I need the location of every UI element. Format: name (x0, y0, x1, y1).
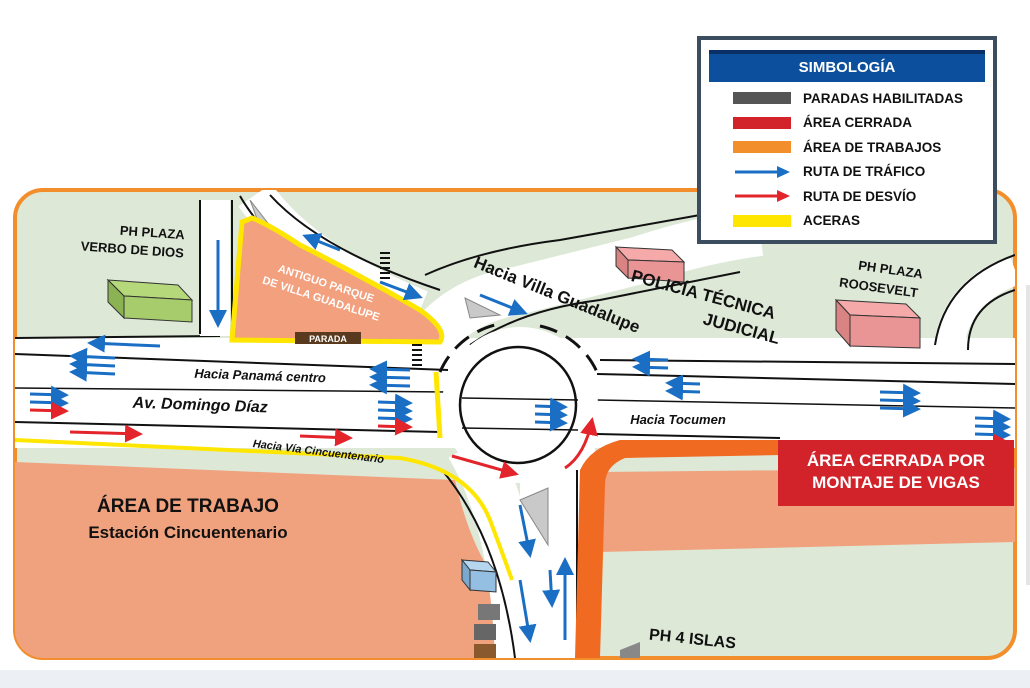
parada-label: PARADA (309, 334, 347, 344)
blue-arrow-icon (735, 165, 790, 178)
tocumen-label: Hacia Tocumen (630, 412, 726, 427)
building-policia (614, 245, 686, 283)
panama-centro-label: Hacia Panamá centro (194, 366, 326, 386)
work-area-left (15, 462, 500, 658)
work-area-label-1: ÁREA DE TRABAJO (97, 495, 279, 517)
antiguo-parque (229, 215, 445, 345)
legend-swatch-stops (733, 92, 791, 105)
legend-item: ÁREA DE TRABAJOS (701, 135, 993, 160)
roundabout-island (458, 345, 578, 465)
work-area-label-2: Estación Cincuentenario (88, 523, 287, 542)
legend-label: PARADAS HABILITADAS (803, 90, 963, 106)
closed-area (575, 440, 780, 658)
domingo-diaz-label: Av. Domingo Díaz (131, 395, 268, 417)
vertical-scrollbar[interactable] (1026, 285, 1030, 585)
legend-item: RUTA DE TRÁFICO (701, 160, 993, 185)
building-blue (460, 558, 498, 593)
legend-item: PARADAS HABILITADAS (701, 86, 993, 111)
building-ph-roosevelt (834, 298, 922, 349)
closed-area-label-1: ÁREA CERRADA POR (807, 451, 985, 470)
bottom-bar (0, 670, 1030, 688)
legend-label: RUTA DE TRÁFICO (803, 164, 926, 180)
closed-area-label-box (778, 440, 1014, 506)
ph-verbo-label-1: PH PLAZA (119, 223, 185, 243)
legend-item: RUTA DE DESVÍO (701, 184, 993, 209)
ph-verbo-label-2: VERBO DE DIOS (80, 238, 184, 260)
legend-panel: SIMBOLOGÍA PARADAS HABILITADAS ÁREA CERR… (697, 36, 997, 244)
legend-swatch-works (733, 141, 791, 154)
legend-label: ÁREA CERRADA (803, 115, 913, 131)
legend-label: RUTA DE DESVÍO (803, 188, 917, 204)
legend-label: ACERAS (803, 213, 861, 229)
legend-label: ÁREA DE TRABAJOS (803, 139, 942, 155)
legend-swatch-sidewalks (733, 214, 791, 227)
legend-item: ÁREA CERRADA (701, 111, 993, 136)
parada-sign (295, 332, 361, 344)
legend-item: ACERAS (701, 209, 993, 234)
building-ph-verbo (106, 278, 194, 323)
red-arrow-icon (735, 190, 790, 203)
legend-swatch-closed (733, 116, 791, 129)
legend-title: SIMBOLOGÍA (709, 50, 985, 82)
closed-area-label-2: MONTAJE DE VIGAS (812, 473, 980, 492)
